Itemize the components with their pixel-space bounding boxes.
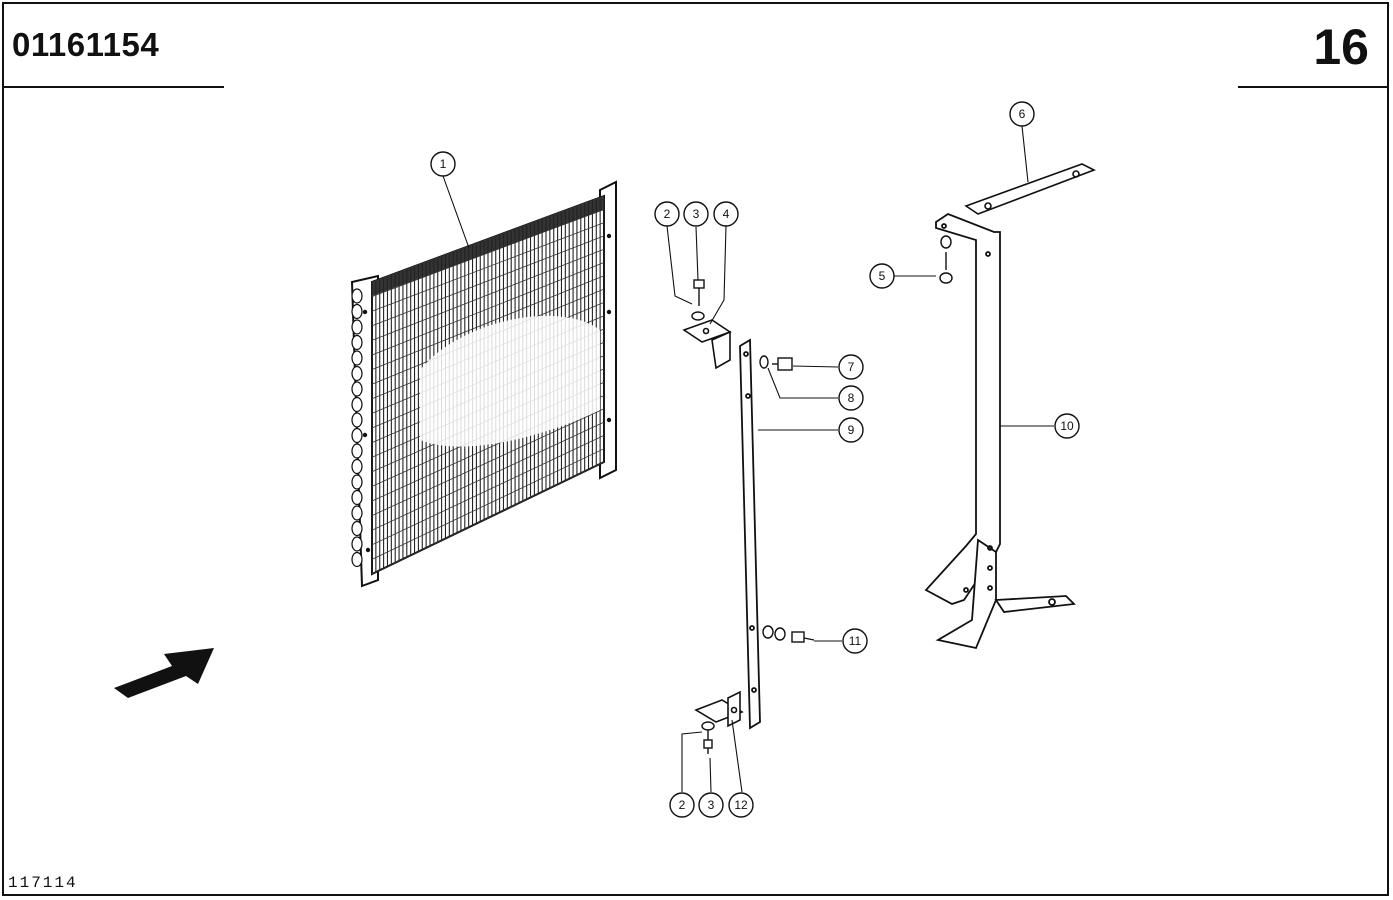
vertical-strap (739, 338, 761, 730)
callout-2: 2 (654, 201, 680, 227)
header-rule-right (1238, 86, 1389, 88)
bolt-washer-mid (759, 355, 793, 371)
callout-6: 6 (1009, 101, 1035, 127)
callout-10: 10 (1054, 413, 1080, 439)
svg-text:9: 9 (848, 423, 855, 437)
drawing-reference: 117114 (8, 874, 78, 892)
radiator-core (350, 180, 617, 588)
callout-3: 3 (683, 201, 709, 227)
upper-angle-bracket (682, 319, 732, 370)
svg-text:10: 10 (1060, 419, 1074, 433)
svg-text:6: 6 (1019, 107, 1026, 121)
leader-lines (442, 125, 1054, 793)
lower-angle-bracket (694, 690, 744, 728)
svg-text:12: 12 (734, 798, 748, 812)
svg-text:5: 5 (879, 269, 886, 283)
arrow-up-right-icon (114, 648, 214, 698)
callouts: 1 2 3 4 5 6 7 8 9 10 11 2 3 12 (430, 101, 1080, 818)
callout-12: 12 (728, 792, 754, 818)
bolt-washer-bottom (701, 721, 715, 754)
svg-text:3: 3 (693, 207, 700, 221)
bolt-washer-lower (762, 625, 815, 643)
mounting-plate (964, 163, 1096, 215)
callout-8: 8 (838, 385, 864, 411)
svg-text:3: 3 (708, 798, 715, 812)
bolt-nut-stay (939, 235, 953, 284)
bolt-washer-top (691, 279, 705, 321)
callout-3-lower: 3 (698, 792, 724, 818)
svg-text:7: 7 (848, 360, 855, 374)
callout-11: 11 (842, 628, 868, 654)
svg-text:1: 1 (440, 157, 447, 171)
page-number: 16 (1313, 19, 1369, 75)
callout-4: 4 (713, 201, 739, 227)
svg-text:4: 4 (723, 207, 730, 221)
callout-1: 1 (430, 151, 456, 177)
callout-9: 9 (838, 417, 864, 443)
svg-text:2: 2 (679, 798, 686, 812)
part-number: 01161154 (12, 26, 160, 63)
svg-text:11: 11 (849, 634, 862, 648)
callout-5: 5 (869, 263, 895, 289)
svg-text:8: 8 (848, 391, 855, 405)
header-rule-left (2, 86, 224, 88)
support-stay (924, 212, 1076, 650)
svg-text:2: 2 (664, 207, 671, 221)
callout-2-lower: 2 (669, 792, 695, 818)
callout-7: 7 (838, 354, 864, 380)
